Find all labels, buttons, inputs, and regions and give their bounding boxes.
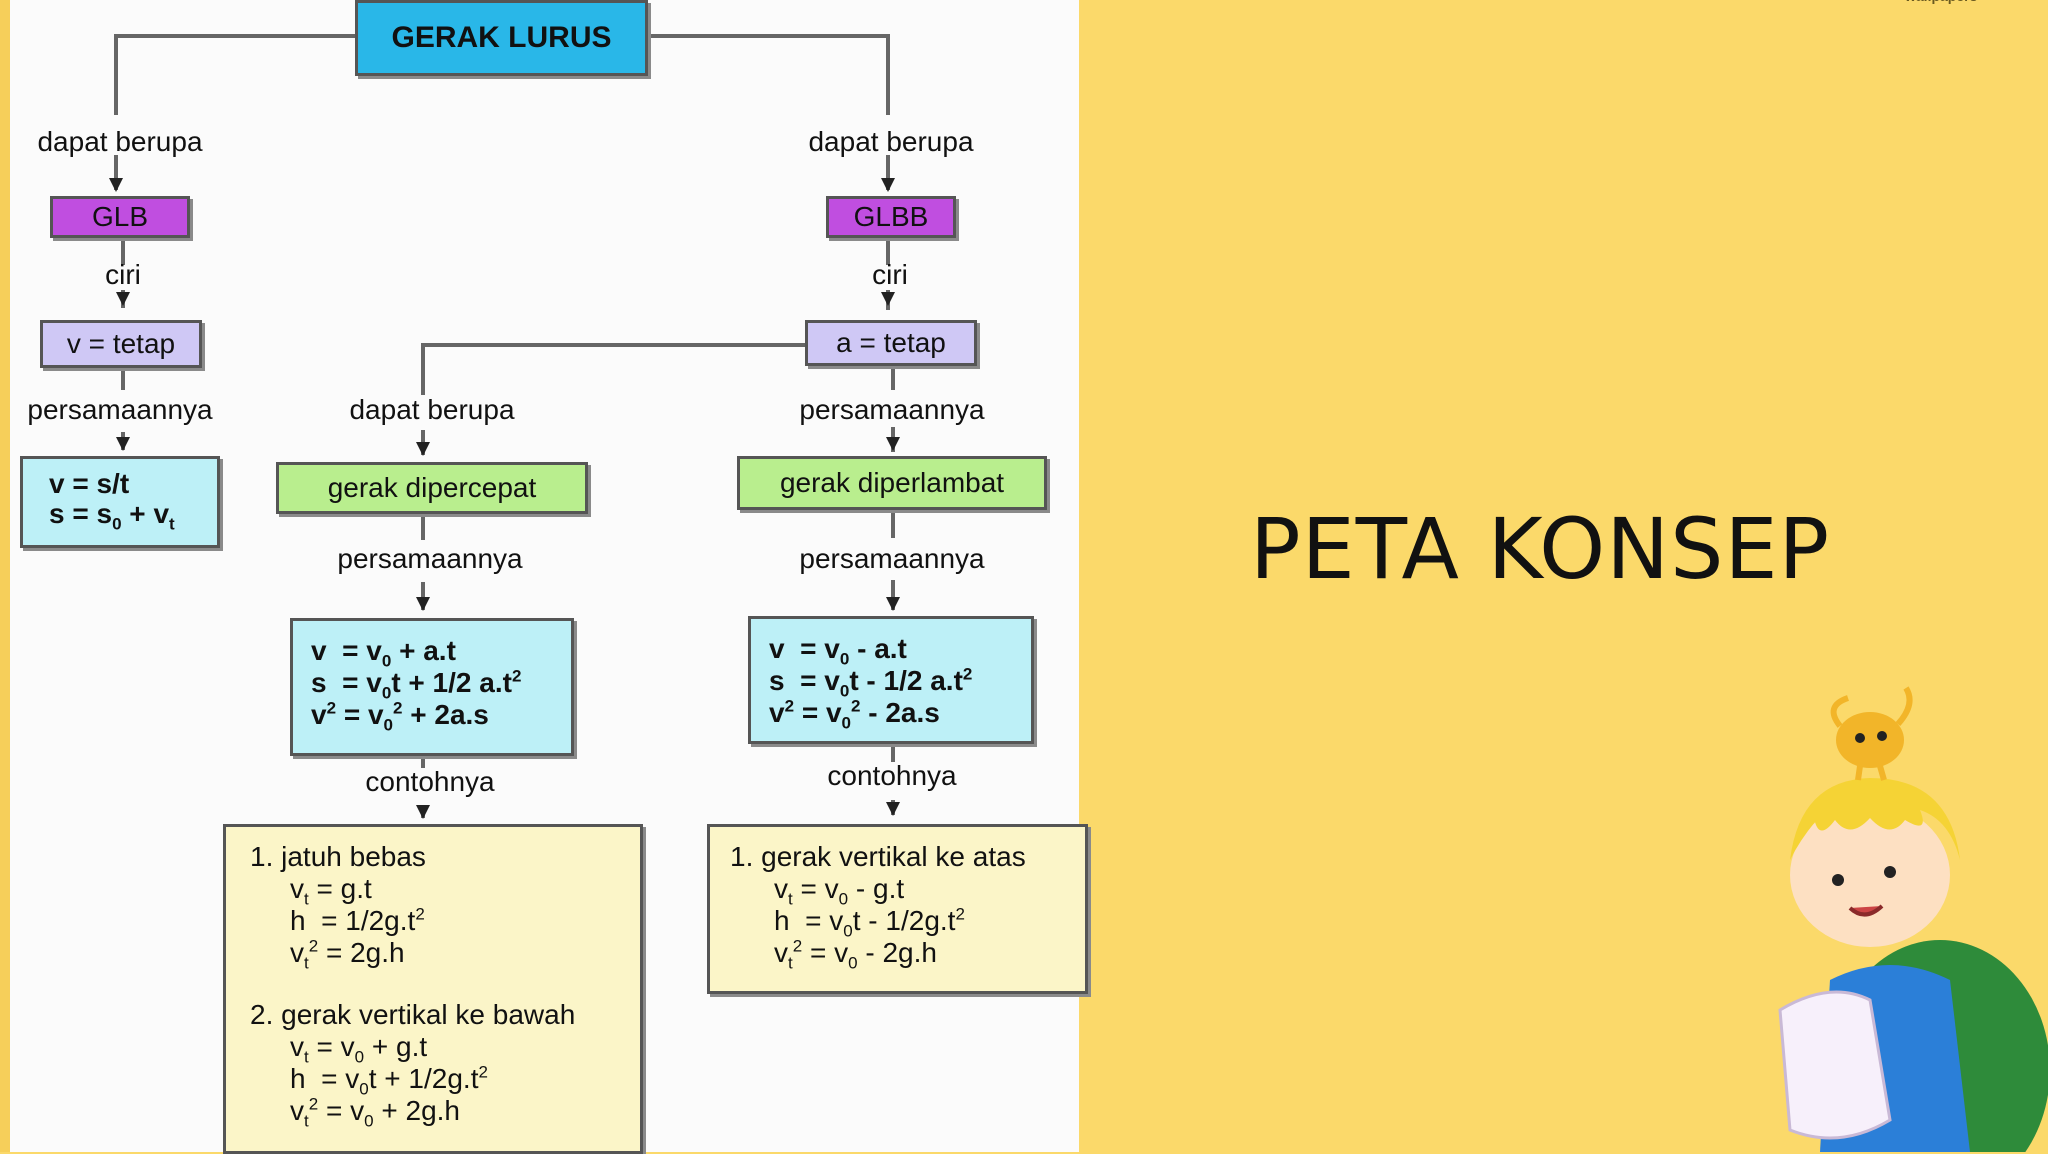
edge-label-diperlambat-branch: persamaannya [799,394,985,425]
example-line: h = v0t - 1/2g.t2 [774,904,965,941]
edge-label-glb: dapat berupa [37,126,203,157]
glbb-node: GLBB [826,196,956,238]
connector-lines [109,34,900,819]
edge-label-diperlambat-persamaan: persamaannya [799,543,985,574]
diperlambat-eq-1: v = v0 - a.t [769,633,907,669]
dipercepat-eq-1: v = v0 + a.t [311,635,456,671]
example-line: h = v0t + 1/2g.t2 [290,1062,488,1099]
a-tetap-label: a = tetap [836,327,946,358]
root-node: GERAK LURUS [355,0,648,76]
root-label: GERAK LURUS [391,21,612,54]
diperlambat-label: gerak diperlambat [779,467,1005,498]
example-title: 1. gerak vertikal ke atas [730,841,1026,872]
edge-label-dipercepat-contoh: contohnya [365,766,495,797]
example-line: h = 1/2g.t2 [290,904,425,936]
edge-label-dipercepat-persamaan: persamaannya [337,543,523,574]
edge-label-glb-ciri: ciri [105,259,141,290]
v-tetap-label: v = tetap [66,328,176,359]
credit-text: wallpapers [1905,0,1977,4]
dipercepat-eq-2: s = v0t + 1/2 a.t2 [311,666,522,703]
glb-eq-1: v = s/t [49,468,130,499]
cartoon-character-illustration [1778,686,2048,1152]
edge-label-glb-persamaan: persamaannya [27,394,213,425]
dipercepat-example-box: 1. jatuh bebas vt = g.t h = 1/2g.t2 vt2 … [223,824,643,1154]
glbb-label: GLBB [853,201,929,232]
example-line: vt = v0 - g.t [774,873,905,909]
example-line: vt2 = 2g.h [290,936,405,973]
diperlambat-equation-box: v = v0 - a.t s = v0t - 1/2 a.t2 v2 = v02… [748,616,1034,744]
v-tetap-node: v = tetap [40,320,202,368]
a-tetap-node: a = tetap [805,320,977,366]
diperlambat-example-box: 1. gerak vertikal ke atas vt = v0 - g.t … [707,824,1088,994]
diperlambat-eq-3: v2 = v02 - 2a.s [769,696,940,733]
glb-label: GLB [91,201,149,232]
diperlambat-node: gerak diperlambat [737,456,1047,510]
dipercepat-node: gerak dipercepat [276,462,588,514]
dipercepat-label: gerak dipercepat [327,472,537,503]
slide-title: PETA KONSEP [1250,500,1831,598]
glb-node: GLB [50,196,190,238]
example-line: vt2 = v0 - 2g.h [774,936,937,973]
glb-eq-2: s = s0 + vt [49,498,175,534]
glb-equation-box: v = s/t s = s0 + vt [20,456,220,548]
edge-label-dipercepat-branch: dapat berupa [349,394,515,425]
edge-label-diperlambat-contoh: contohnya [827,760,957,791]
edge-label-glbb-ciri: ciri [872,259,908,290]
left-edge-strip [0,0,10,1152]
example-line: vt = v0 + g.t [290,1031,428,1067]
example-line: vt = g.t [290,873,372,909]
diperlambat-eq-2: s = v0t - 1/2 a.t2 [769,664,973,701]
example-line: vt2 = v0 + 2g.h [290,1094,460,1131]
dipercepat-equation-box: v = v0 + a.t s = v0t + 1/2 a.t2 v2 = v02… [290,618,574,756]
dipercepat-eq-3: v2 = v02 + 2a.s [311,698,489,735]
edge-label-glbb: dapat berupa [808,126,974,157]
concept-map-panel: GERAK LURUS dapat berupa dapat berupa GL… [10,0,1088,1154]
example-title: 2. gerak vertikal ke bawah [250,999,576,1030]
example-title: 1. jatuh bebas [250,841,426,872]
